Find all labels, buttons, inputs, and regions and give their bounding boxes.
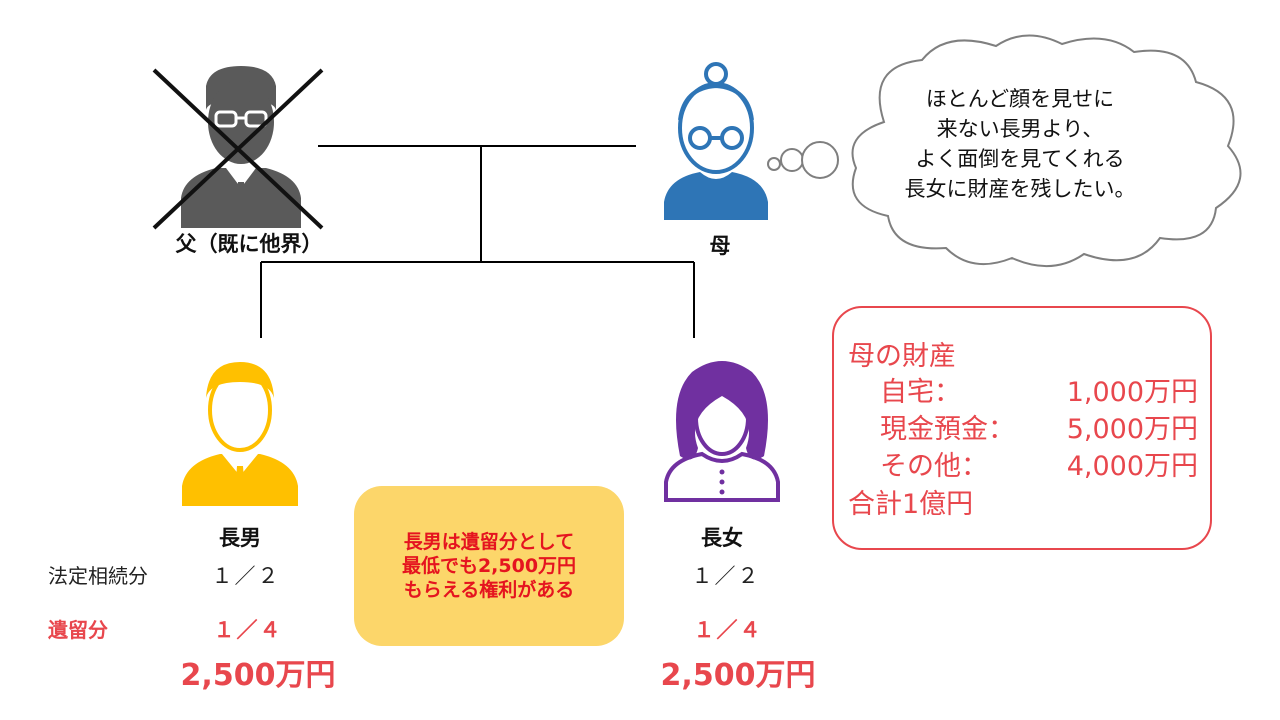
estate-item-name: その他： — [880, 451, 988, 482]
estate-item-value: 4,000万円 — [1066, 451, 1198, 482]
thought-cloud — [767, 34, 1242, 268]
estate-item-name: 現金預金： — [880, 414, 1015, 445]
estate-box: 母の財産 自宅： 1,000万円 現金預金： 5,000万円 その他： 4,00… — [832, 306, 1212, 550]
thought-line: 来ない長男より、 — [936, 117, 1104, 141]
thought-text: ほとんど顔を見せに 来ない長男より、 よく面倒を見てくれる 長女に財産を残したい… — [880, 84, 1160, 204]
son-label: 長男 — [219, 526, 261, 550]
daughter-label: 長女 — [701, 526, 743, 550]
son-reserved-share: １／４ — [213, 618, 283, 642]
reserved-share-note: 長男は遺留分として 最低でも2,500万円 もらえる権利がある — [354, 486, 624, 646]
son-reserved-amount: 2,500万円 — [180, 658, 336, 693]
daughter-legal-share: １／２ — [691, 564, 761, 588]
man-in-suit-crossed-out-icon — [152, 66, 324, 230]
father-label: 父（既に他界） — [175, 232, 323, 256]
estate-item: その他： 4,000万円 — [880, 448, 1198, 485]
note-line: もらえる権利がある — [403, 579, 575, 601]
estate-item: 現金預金： 5,000万円 — [880, 411, 1198, 448]
daughter-reserved-share: １／４ — [693, 618, 763, 642]
estate-item: 自宅： 1,000万円 — [880, 374, 1198, 411]
son-legal-share: １／２ — [211, 564, 281, 588]
elderly-woman-with-glasses-icon — [664, 62, 768, 220]
estate-title: 母の財産 — [848, 341, 956, 372]
note-line: 最低でも2,500万円 — [401, 555, 577, 577]
estate-item-value: 5,000万円 — [1066, 414, 1198, 445]
reserved-share-label: 遺留分 — [48, 618, 108, 642]
estate-item-value: 1,000万円 — [1066, 377, 1198, 408]
mother-label: 母 — [709, 234, 731, 258]
woman-icon — [664, 361, 780, 502]
thought-line: よく面倒を見てくれる — [915, 147, 1125, 171]
estate-item-name: 自宅： — [880, 377, 961, 408]
legal-share-label: 法定相続分 — [48, 564, 148, 588]
thought-line: ほとんど顔を見せに — [925, 87, 1115, 111]
estate-total: 合計1億円 — [848, 489, 974, 520]
daughter-reserved-amount: 2,500万円 — [660, 658, 816, 693]
thought-line: 長女に財産を残したい。 — [904, 177, 1136, 201]
note-line: 長男は遺留分として — [403, 531, 575, 553]
man-in-suit-icon — [182, 362, 298, 506]
